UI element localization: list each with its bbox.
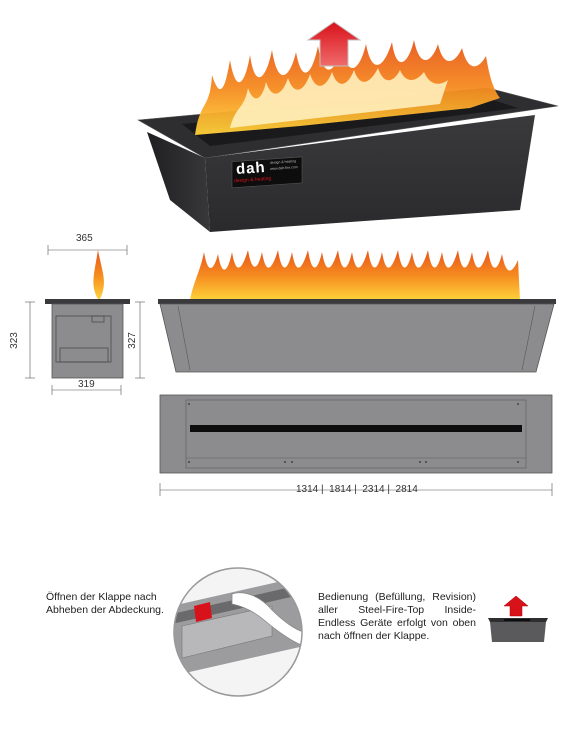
top-view-slot [190, 425, 522, 432]
mini-burner [486, 596, 550, 646]
logo-brand: dah [235, 158, 267, 179]
caption-right: Bedienung (Befüllung, Revision) aller St… [318, 591, 476, 642]
dim-height-left: 323 [8, 332, 20, 349]
length-dimension [159, 483, 553, 496]
burner-render-svg [137, 21, 559, 232]
mini-burner-svg [488, 596, 548, 642]
flames-render [195, 40, 500, 135]
logo-plate [231, 156, 303, 189]
hand-detail-svg [173, 567, 303, 697]
product-render: dah design & heating design & heating ww… [0, 0, 580, 235]
dim-height-right: 327 [126, 332, 138, 349]
burner-front [205, 115, 535, 232]
dim-width-bottom: 319 [78, 379, 95, 390]
dim-width-top: 365 [76, 233, 93, 244]
top-view-screws [188, 403, 519, 463]
side-view-body [159, 303, 555, 373]
side-view-flames [190, 250, 520, 300]
technical-drawings-svg [25, 245, 556, 496]
front-view-dimensions [25, 245, 145, 395]
burner-side [147, 132, 210, 232]
caption-left: Öffnen der Klappe nach Abheben der Abdec… [46, 591, 164, 616]
side-view-top [158, 299, 556, 304]
up-arrow-icon [306, 21, 362, 67]
front-view-body [51, 303, 124, 379]
detail-circle [172, 566, 304, 698]
top-view-body [159, 394, 553, 474]
up-arrow-icon [503, 596, 529, 617]
flame-icon [93, 250, 104, 299]
detail-red-cap [194, 602, 212, 622]
front-view-top [45, 299, 130, 304]
dim-lengths: 1314 | 1814 | 2314 | 2814 [296, 484, 418, 495]
